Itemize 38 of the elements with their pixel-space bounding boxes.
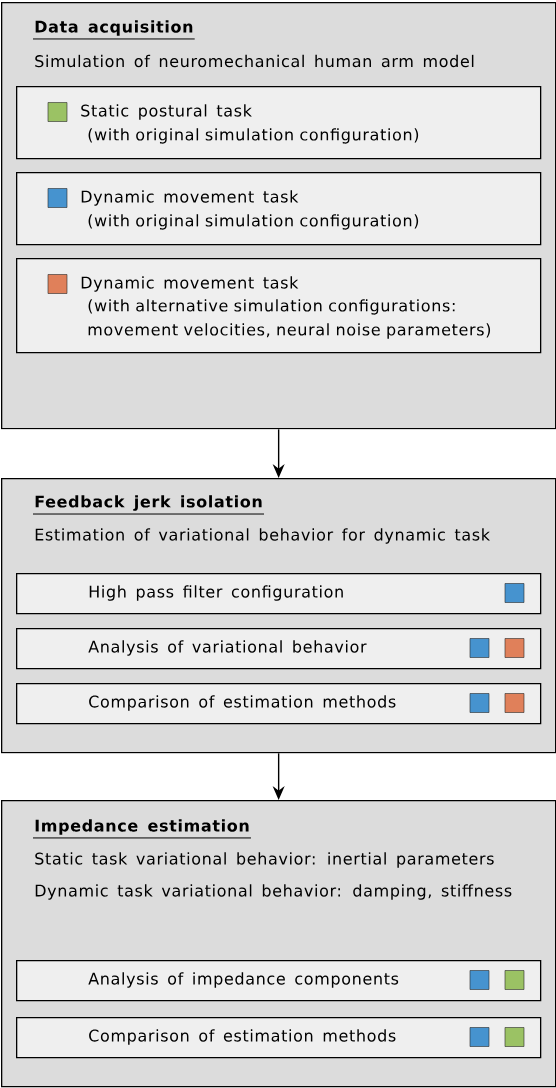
section-description: Dynamic task variational behavior: damping, stiffness (35, 884, 512, 900)
color-square (47, 274, 68, 294)
task-title: Comparison of estimation methods (89, 1029, 396, 1045)
task-title: Dynamic movement task (81, 190, 299, 206)
task-box (16, 573, 542, 615)
section-description: Estimation of variational behavior for dynamic task (35, 528, 490, 544)
task-title: Comparison of estimation methods (89, 695, 396, 711)
task-title: High pass filter configuration (89, 585, 343, 601)
task-title: Dynamic movement task (81, 276, 299, 292)
color-square (469, 638, 490, 658)
section-title: Data acquisition (32, 20, 196, 40)
color-square (47, 102, 68, 122)
task-box (16, 172, 542, 246)
task-box (16, 628, 542, 670)
color-square (469, 1027, 490, 1047)
color-square (47, 188, 68, 208)
color-square (504, 638, 525, 658)
color-square (504, 583, 525, 603)
section-description: Static task variational behavior: inertial parameters (35, 852, 494, 868)
color-square (504, 693, 525, 713)
task-title: Analysis of variational behavior (88, 640, 367, 656)
task-box (16, 960, 542, 1002)
section-title: Feedback jerk isolation (32, 495, 265, 515)
task-title: Analysis of impedance components (88, 972, 399, 988)
color-square (469, 693, 490, 713)
task-description: (with alternative simulation configurations: movement velocities, neural noise parameters) (88, 299, 491, 339)
section-description: Simulation of neuromechanical human arm model (35, 54, 474, 68)
task-description: (with original simulation configuration) (88, 128, 419, 144)
task-box (16, 86, 542, 160)
task-box (16, 1017, 542, 1059)
task-box (16, 683, 542, 725)
color-square (504, 1027, 525, 1047)
task-box (16, 258, 542, 354)
section-title: Impedance estimation (32, 819, 252, 839)
color-square (469, 970, 490, 990)
task-title: Static postural task (81, 104, 252, 120)
task-description: (with original simulation configuration) (88, 214, 419, 230)
color-square (504, 970, 525, 990)
